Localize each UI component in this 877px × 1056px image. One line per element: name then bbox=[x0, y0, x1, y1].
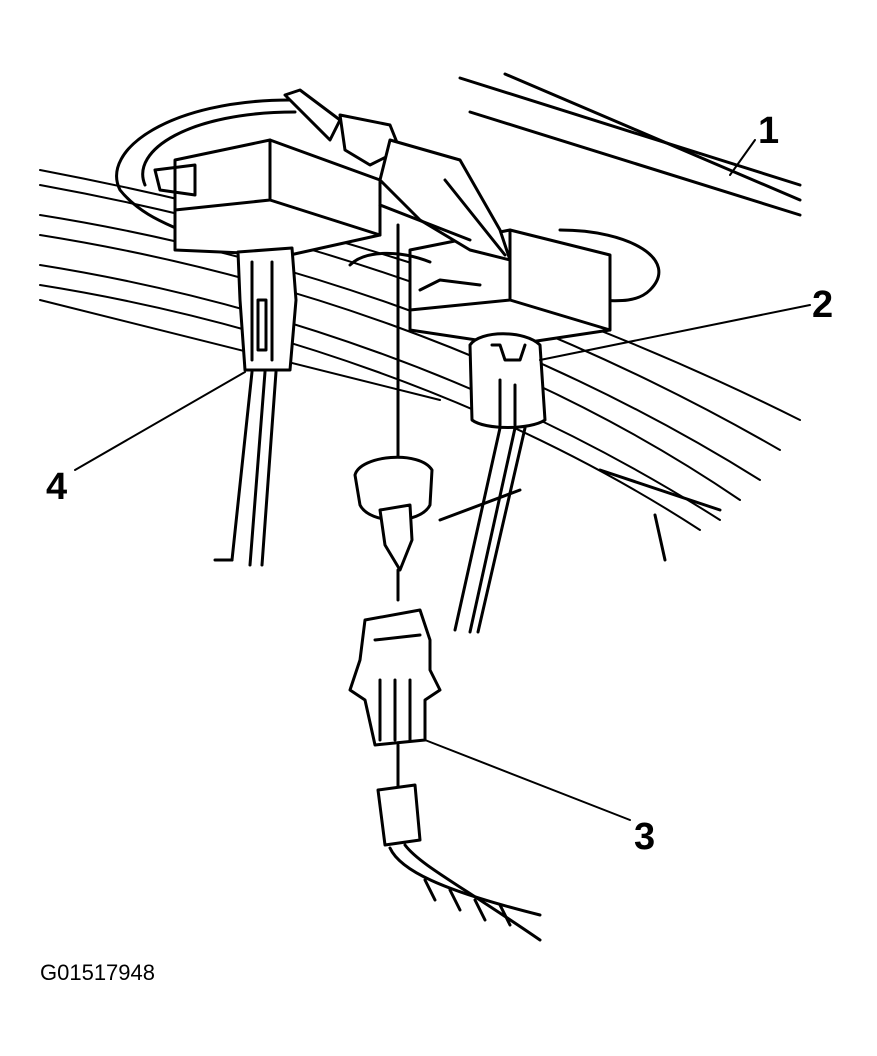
connector-3 bbox=[348, 608, 542, 942]
leader-lines bbox=[74, 139, 811, 821]
callout-2: 2 bbox=[812, 284, 834, 326]
connector-2 bbox=[453, 332, 547, 634]
lamp-housing bbox=[115, 88, 661, 347]
callout-4: 4 bbox=[46, 466, 68, 508]
callout-1: 1 bbox=[758, 110, 780, 152]
roof-panel bbox=[39, 72, 802, 562]
bulb-socket bbox=[353, 223, 434, 602]
figure-id: G01517948 bbox=[40, 960, 155, 985]
connector-4 bbox=[213, 246, 298, 567]
callout-3: 3 bbox=[634, 816, 656, 858]
